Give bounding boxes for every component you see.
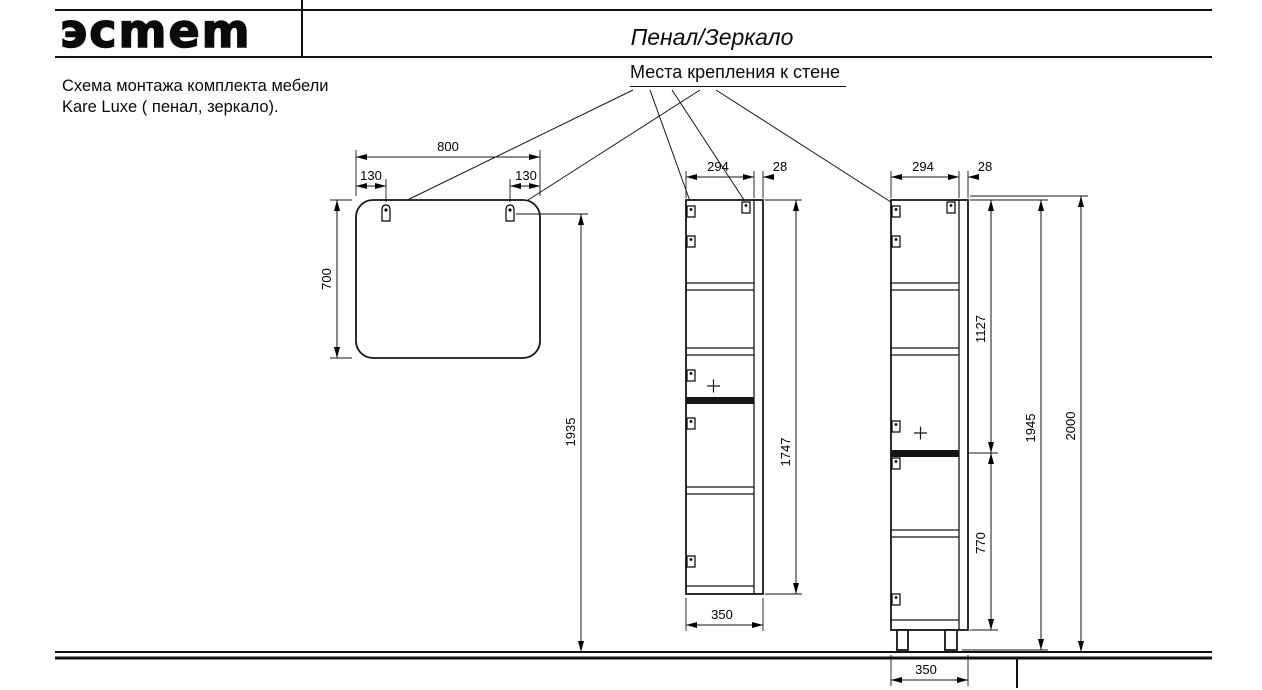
door-hinge <box>686 555 696 568</box>
cabinet-open-view: 294 28 1747 350 <box>685 159 802 631</box>
dim-cab-mid-width: 294 <box>685 159 755 198</box>
dim-cab-right-width: 294 <box>890 159 960 198</box>
mount-fitting <box>946 201 956 214</box>
svg-text:350: 350 <box>915 662 937 677</box>
svg-text:28: 28 <box>978 159 992 174</box>
door-hinge <box>686 369 696 382</box>
mirror-bracket-right <box>505 204 515 222</box>
mount-fitting <box>686 205 696 218</box>
svg-text:800: 800 <box>437 139 459 154</box>
sheet-title: Пенал/Зеркало <box>630 24 794 50</box>
svg-text:130: 130 <box>515 168 537 183</box>
mount-fitting <box>741 201 751 214</box>
mirror-outline <box>355 199 541 359</box>
dim-mirror-width: 800 <box>355 139 541 196</box>
svg-text:130: 130 <box>360 168 382 183</box>
svg-text:1747: 1747 <box>778 438 793 467</box>
cabinet-leg-left <box>896 629 909 651</box>
dim-cab-right-total-height: 2000 <box>970 195 1088 652</box>
svg-text:1945: 1945 <box>1023 414 1038 443</box>
scheme-note: Схема монтажа комплекта мебели Kare Luxe… <box>62 76 329 119</box>
sheet-frame <box>55 0 1212 688</box>
dim-mirror-height: 700 <box>319 199 352 359</box>
svg-text:700: 700 <box>319 268 334 290</box>
scheme-note-line2: Kare Luxe ( пенал, зеркало). <box>62 98 279 117</box>
svg-text:770: 770 <box>973 532 988 554</box>
dim-cab-mid-depth: 28 <box>762 159 787 198</box>
cabinet-front-view: 294 28 1127 770 1945 2000 <box>890 159 1088 686</box>
cabinet-front-outline <box>890 199 969 631</box>
dim-cab-right-mount-height: 1945 <box>962 200 1048 651</box>
svg-text:350: 350 <box>711 607 733 622</box>
svg-text:1127: 1127 <box>973 315 988 343</box>
handle-cross <box>914 426 927 440</box>
cabinet-leg-right <box>944 629 958 651</box>
brand-logo: эсmem <box>59 4 252 58</box>
dim-cab-right-base: 350 <box>890 655 969 686</box>
dim-cab-right-upper: 1127 <box>968 199 1048 454</box>
mount-fitting <box>686 235 696 248</box>
svg-text:2000: 2000 <box>1063 412 1078 441</box>
svg-text:1935: 1935 <box>563 418 578 447</box>
dim-cab-right-depth: 28 <box>967 159 992 198</box>
mirror-view: 800 130 130 700 1935 <box>319 139 588 652</box>
door-hinge <box>891 593 901 606</box>
dim-mirror-mount-height: 1935 <box>516 213 588 652</box>
mount-leader-lines <box>388 89 895 210</box>
svg-text:28: 28 <box>773 159 787 174</box>
dim-cab-right-lower: 770 <box>970 453 998 631</box>
mount-fitting <box>891 205 901 218</box>
door-hinge <box>891 457 901 470</box>
dim-mirror-offset-right: 130 <box>509 168 540 202</box>
dim-cab-mid-height: 1747 <box>765 199 802 595</box>
door-hinge <box>891 420 901 433</box>
door-hinge <box>686 417 696 430</box>
dim-cab-mid-base: 350 <box>685 598 764 631</box>
svg-text:294: 294 <box>912 159 934 174</box>
svg-text:294: 294 <box>707 159 729 174</box>
dim-mirror-offset-left: 130 <box>356 168 387 202</box>
mount-points-label: Места крепления к стене <box>630 62 847 87</box>
mount-fitting <box>891 235 901 248</box>
handle-cross <box>707 379 720 393</box>
mirror-bracket-left <box>381 204 391 222</box>
scheme-note-line1: Схема монтажа комплекта мебели <box>62 77 329 95</box>
